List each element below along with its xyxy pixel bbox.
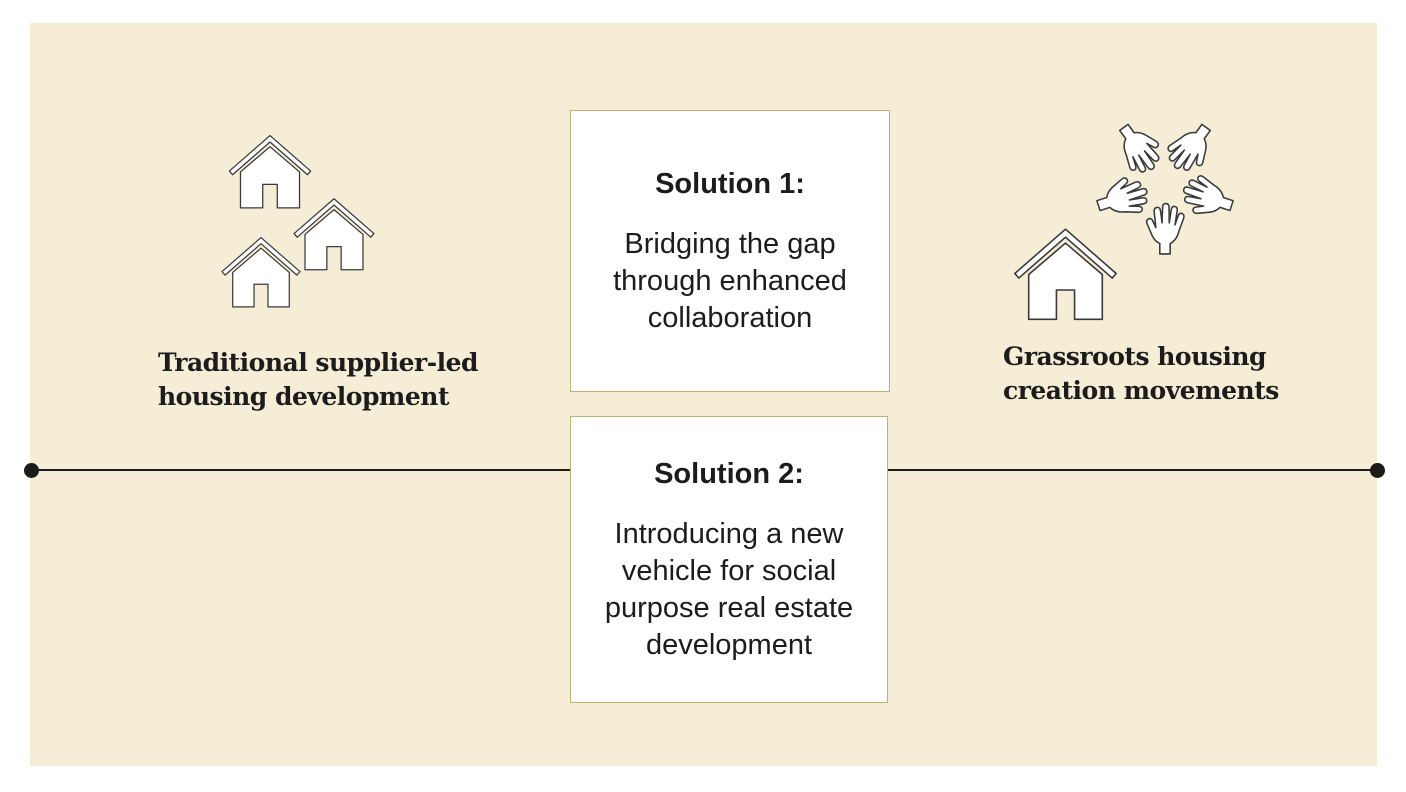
axis-endpoint-dot-left bbox=[23, 462, 39, 478]
solution-2-body: Introducing a new vehicle for social pur… bbox=[604, 518, 854, 661]
house-icon bbox=[220, 235, 302, 309]
right-caption-line2: creation movements bbox=[1003, 376, 1279, 405]
left-caption-line1: Traditional supplier-led bbox=[158, 348, 478, 377]
solution-1-card: Solution 1: Bridging the gap through enh… bbox=[570, 110, 890, 392]
right-caption-line1: Grassroots housing bbox=[1003, 342, 1266, 371]
slide-background-panel: Traditional supplier-led housing develop… bbox=[23, 23, 1385, 766]
left-caption: Traditional supplier-led housing develop… bbox=[158, 346, 478, 414]
solution-1-title: Solution 1: bbox=[655, 168, 805, 200]
right-caption: Grassroots housing creation movements bbox=[1003, 340, 1279, 408]
house-icon bbox=[292, 196, 376, 272]
solution-2-title: Solution 2: bbox=[654, 458, 804, 490]
axis-endpoint-dot-right bbox=[1369, 462, 1385, 478]
left-caption-line2: housing development bbox=[158, 382, 450, 411]
solution-1-body: Bridging the gap through enhanced collab… bbox=[613, 228, 847, 334]
solution-2-card: Solution 2: Introducing a new vehicle fo… bbox=[570, 416, 888, 703]
house-icon bbox=[1012, 226, 1119, 322]
